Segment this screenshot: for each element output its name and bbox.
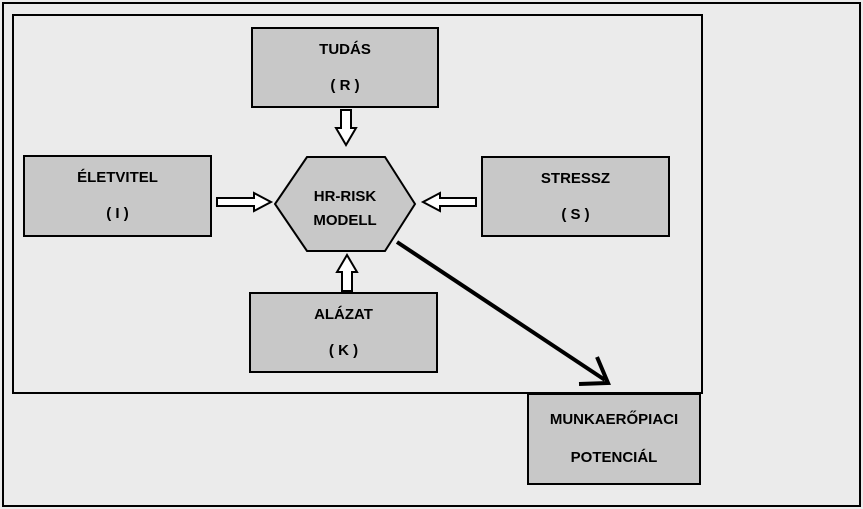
node-tudas-title: TUDÁS — [319, 40, 371, 58]
node-munkaeropiaci-potencial: MUNKAERŐPIACI POTENCIÁL — [527, 393, 701, 485]
node-center-line1: HR-RISK — [313, 188, 377, 205]
arrow-eletvitel-to-model — [216, 191, 274, 213]
node-stressz-code: ( S ) — [561, 205, 590, 223]
node-center-line2: MODELL — [313, 212, 377, 229]
node-output-line1: MUNKAERŐPIACI — [549, 411, 679, 428]
node-hr-risk-modell: HR-RISK MODELL — [275, 165, 415, 253]
arrow-tudas-to-model — [334, 109, 358, 147]
node-eletvitel: ÉLETVITEL ( I ) — [23, 155, 212, 237]
hr-risk-hexagon — [273, 156, 417, 252]
arrow-alazat-to-model — [335, 253, 359, 292]
node-alazat: ALÁZAT ( K ) — [249, 292, 438, 373]
node-stressz-title: STRESSZ — [540, 169, 611, 187]
node-eletvitel-code: ( I ) — [106, 205, 129, 222]
arrow-model-to-potential — [395, 240, 607, 382]
node-eletvitel-title: ÉLETVITEL — [77, 169, 158, 186]
node-stressz: STRESSZ ( S ) — [481, 156, 670, 237]
node-tudas-code: ( R ) — [330, 76, 360, 94]
arrow-model-to-potential-head — [578, 356, 611, 386]
node-alazat-title: ALÁZAT — [314, 305, 373, 323]
node-alazat-code: ( K ) — [328, 341, 359, 359]
arrow-stressz-to-model — [420, 191, 477, 213]
node-output-line2: POTENCIÁL — [570, 449, 658, 466]
node-tudas: TUDÁS ( R ) — [251, 27, 439, 108]
